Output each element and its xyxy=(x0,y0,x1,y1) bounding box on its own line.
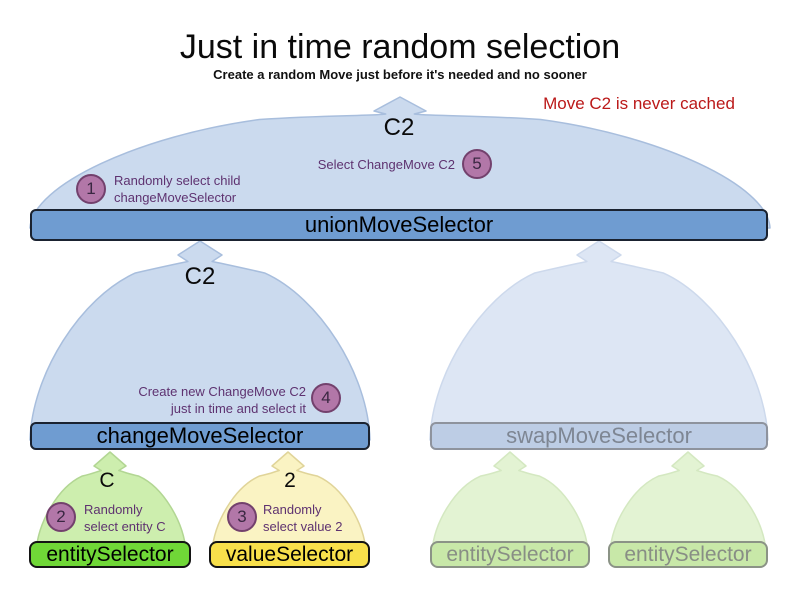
step-3-line2: select value 2 xyxy=(263,519,343,534)
swap-move-selector-label: swapMoveSelector xyxy=(506,423,692,448)
entity-output-label: C xyxy=(99,469,115,492)
union-output-label: C2 xyxy=(383,114,415,141)
value-selector-bar: valueSelector xyxy=(209,541,370,568)
value-selector-label: valueSelector xyxy=(225,542,354,566)
step-5-badge: 5 xyxy=(462,149,492,179)
step-4-line2: just in time and select it xyxy=(170,401,306,416)
change-arch-shape xyxy=(29,240,371,441)
step-4-text: Create new ChangeMove C2 just in time an… xyxy=(106,383,306,417)
step-5-text: Select ChangeMove C2 xyxy=(256,156,455,173)
step-2-line2: select entity C xyxy=(84,519,166,534)
change-move-selector-bar: changeMoveSelector xyxy=(30,422,370,450)
page-title: Just in time random selection xyxy=(179,28,621,66)
cache-note: Move C2 is never cached xyxy=(543,94,735,113)
entity-selector-label: entitySelector xyxy=(46,542,174,566)
swap-move-selector-bar: swapMoveSelector xyxy=(430,422,768,450)
step-1-line2: changeMoveSelector xyxy=(114,190,237,205)
change-output-label: C2 xyxy=(184,263,216,290)
step-1-badge: 1 xyxy=(76,174,106,204)
change-move-selector-label: changeMoveSelector xyxy=(96,423,304,448)
value-output-label: 2 xyxy=(284,469,296,492)
faded-entity-arch-left-shape xyxy=(431,451,589,553)
step-2-text: Randomly select entity C xyxy=(84,501,166,535)
page-subtitle: Create a random Move just before it's ne… xyxy=(213,67,587,82)
step-1-text: Randomly select child changeMoveSelector xyxy=(114,172,240,206)
entity-selector-bar: entitySelector xyxy=(29,541,191,568)
step-3-line1: Randomly xyxy=(263,502,322,517)
entity-arch-shape xyxy=(35,451,187,553)
faded-entity-selector-bar-left: entitySelector xyxy=(430,541,590,568)
union-arch-shape xyxy=(29,96,771,229)
step-3-badge: 3 xyxy=(227,502,257,532)
step-4-badge: 4 xyxy=(311,383,341,413)
union-move-selector-label: unionMoveSelector xyxy=(304,212,494,237)
step-2-line1: Randomly xyxy=(84,502,143,517)
union-move-selector-bar: unionMoveSelector xyxy=(30,209,768,241)
step-5-line1: Select ChangeMove C2 xyxy=(317,157,455,172)
faded-entity-selector-label-right: entitySelector xyxy=(624,542,752,566)
step-3-text: Randomly select value 2 xyxy=(263,501,343,535)
faded-entity-arch-right-shape xyxy=(609,451,767,553)
faded-entity-selector-label-left: entitySelector xyxy=(446,542,574,566)
step-1-line1: Randomly select child xyxy=(114,173,241,188)
step-2-badge: 2 xyxy=(46,502,76,532)
faded-entity-selector-bar-right: entitySelector xyxy=(608,541,768,568)
swap-arch-shape xyxy=(429,240,769,441)
step-4-line1: Create new ChangeMove C2 xyxy=(138,384,306,399)
